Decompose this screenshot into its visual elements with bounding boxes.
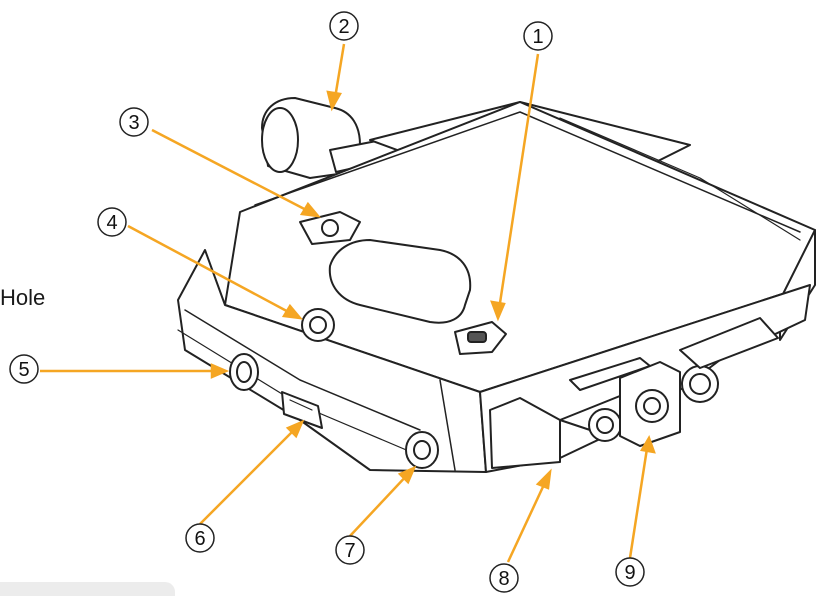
rect-button[interactable] [454,321,507,355]
display-window [328,239,472,324]
callout-label-4: 4 [106,212,117,234]
jack-left[interactable] [229,353,259,391]
callout-3 [119,107,149,137]
callout-leaders [40,43,656,563]
callout-2 [329,11,359,41]
callout-4 [97,207,127,237]
callout-label-9: 9 [624,562,635,584]
callout-markers [9,11,645,593]
small-button[interactable] [301,308,335,342]
slot-port[interactable] [281,391,323,429]
callout-label-1: 1 [532,26,543,48]
callout-label-8: 8 [498,568,509,590]
callout-8 [489,563,519,593]
power-button[interactable] [299,211,361,245]
jack-rear[interactable] [619,317,779,447]
callout-7 [335,535,365,565]
callout-9 [615,557,645,587]
callout-6 [185,523,215,553]
side-label-hole: Hole [0,285,46,310]
knob [261,97,399,179]
callout-label-7: 7 [344,540,355,562]
callout-label-2: 2 [338,16,349,38]
callout-label-6: 6 [194,528,205,550]
callout-label-5: 5 [18,359,29,381]
callout-5 [9,354,39,384]
bottom-tab [0,582,175,596]
jack-front[interactable] [405,431,439,469]
callout-1 [523,21,553,51]
callout-label-3: 3 [128,112,139,134]
